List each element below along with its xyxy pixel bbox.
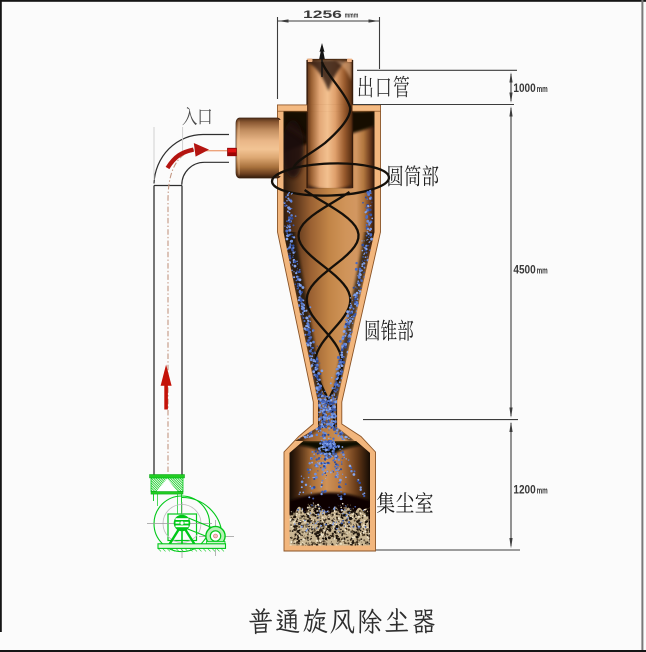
svg-text:1256: 1256 (303, 9, 342, 21)
svg-text:mm: mm (537, 265, 548, 276)
svg-text:4500: 4500 (513, 264, 535, 277)
svg-text:1200: 1200 (513, 484, 535, 497)
svg-text:1000: 1000 (513, 83, 535, 96)
svg-text:mm: mm (537, 84, 548, 95)
svg-text:mm: mm (537, 485, 548, 496)
svg-text:mmm: mmm (345, 12, 359, 20)
